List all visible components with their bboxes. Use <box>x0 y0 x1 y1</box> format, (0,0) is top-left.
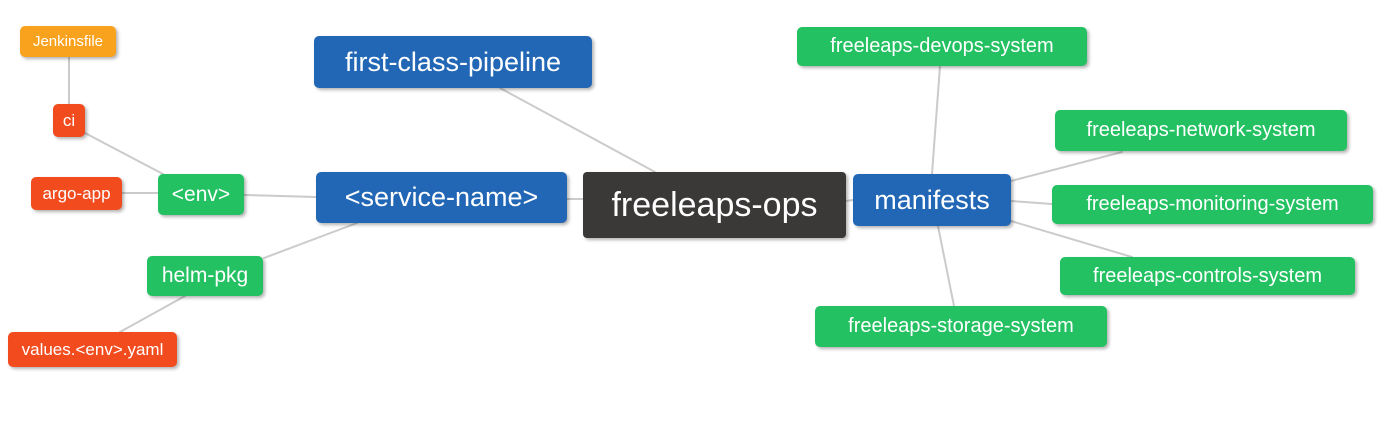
edge-manifests-to-freeleaps-monitoring-system <box>1010 200 1053 205</box>
edge-env-to-service-name <box>243 194 317 198</box>
edge-first-class-pipeline-to-freeleaps-ops <box>499 87 656 173</box>
node-env[interactable]: <env> <box>158 174 244 215</box>
node-argo-app[interactable]: argo-app <box>31 177 122 210</box>
edge-values-env-yaml-to-helm-pkg <box>119 295 186 333</box>
edge-ci-to-env <box>84 132 164 175</box>
node-helm-pkg[interactable]: helm-pkg <box>147 256 263 296</box>
edge-manifests-to-freeleaps-controls-system <box>1010 220 1133 258</box>
edge-manifests-to-freeleaps-network-system <box>1010 151 1123 182</box>
node-jenkinsfile[interactable]: Jenkinsfile <box>20 26 116 57</box>
node-first-class-pipeline[interactable]: first-class-pipeline <box>314 36 592 88</box>
node-freeleaps-network-system[interactable]: freeleaps-network-system <box>1055 110 1347 151</box>
node-freeleaps-storage-system[interactable]: freeleaps-storage-system <box>815 306 1107 347</box>
node-freeleaps-controls-system[interactable]: freeleaps-controls-system <box>1060 257 1355 295</box>
edge-freeleaps-ops-to-manifests <box>845 199 854 202</box>
node-values-env-yaml[interactable]: values.<env>.yaml <box>8 332 177 367</box>
node-freeleaps-monitoring-system[interactable]: freeleaps-monitoring-system <box>1052 185 1373 224</box>
edge-helm-pkg-to-service-name <box>263 222 358 259</box>
edge-manifests-to-freeleaps-storage-system <box>937 225 955 307</box>
node-freeleaps-ops[interactable]: freeleaps-ops <box>583 172 846 238</box>
node-manifests[interactable]: manifests <box>853 174 1011 226</box>
node-ci[interactable]: ci <box>53 104 85 137</box>
node-service-name[interactable]: <service-name> <box>316 172 567 223</box>
node-freeleaps-devops-system[interactable]: freeleaps-devops-system <box>797 27 1087 66</box>
edge-manifests-to-freeleaps-devops-system <box>931 65 941 175</box>
